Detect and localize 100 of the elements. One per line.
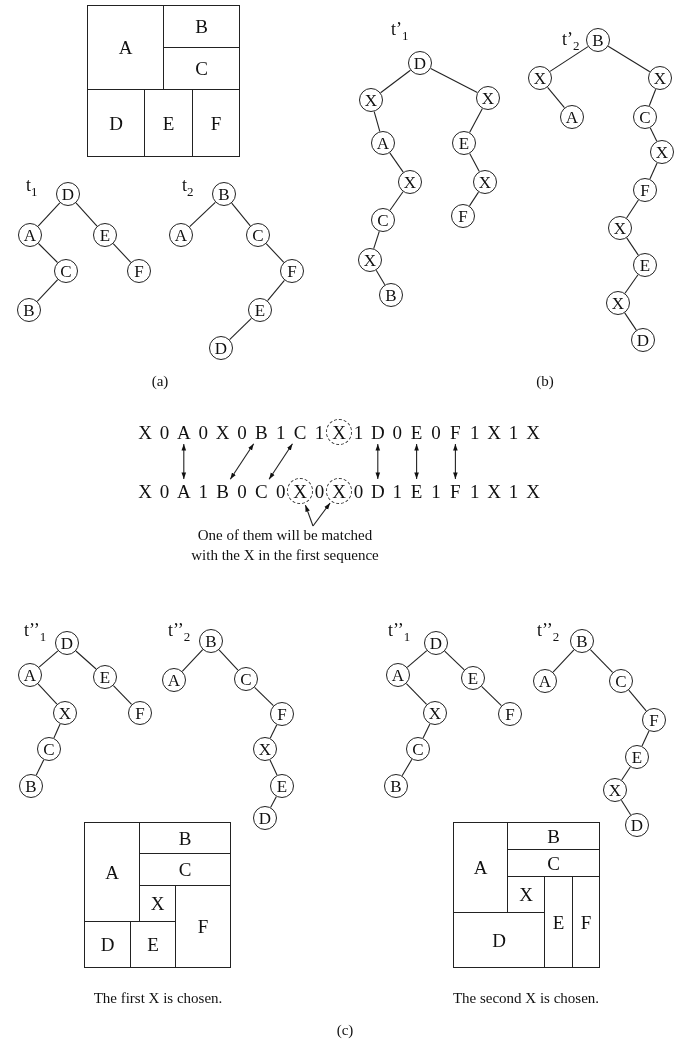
- sequence-symbol: X: [487, 481, 502, 501]
- floorplan-region: A: [453, 822, 508, 913]
- tree-node: E: [270, 774, 294, 798]
- double-arrow: [268, 443, 294, 480]
- tree-node: X: [423, 701, 447, 725]
- tree-edge: [649, 162, 658, 180]
- tree-node: E: [93, 223, 117, 247]
- sequence-symbol: F: [448, 422, 463, 442]
- tree-node: C: [234, 667, 258, 691]
- tree-node: X: [608, 216, 632, 240]
- tree-node: X: [606, 291, 630, 315]
- sequence-symbol: 0: [196, 422, 211, 442]
- sequence-symbol: X: [526, 422, 540, 442]
- tree-node: D: [209, 336, 233, 360]
- tree-node: B: [379, 283, 403, 307]
- tree-edge: [624, 274, 639, 294]
- annotation-text: One of them will be matched with the X in the first sequence: [187, 526, 383, 566]
- tree-label: t’’$_{2}$: [537, 621, 560, 643]
- tree-node: X: [473, 170, 497, 194]
- tree-node: A: [560, 105, 584, 129]
- tree-edge: [607, 45, 651, 73]
- sequence-symbol: 0: [157, 422, 172, 442]
- tree-node: E: [452, 131, 476, 155]
- floorplan-region: A: [87, 5, 164, 90]
- tree-edge: [35, 759, 45, 776]
- sequence-symbol: 0: [312, 481, 327, 501]
- tree-edge: [254, 686, 274, 707]
- tree-edge: [37, 683, 58, 705]
- tree-edge: [444, 650, 465, 671]
- tree-node: D: [56, 182, 80, 206]
- double-arrow: [229, 443, 255, 480]
- tree-edge: [547, 86, 565, 109]
- tree-edge: [405, 683, 428, 705]
- tree-edge: [389, 152, 404, 173]
- floorplan-region: B: [139, 822, 231, 854]
- tree-edge: [469, 153, 480, 172]
- tree-edge: [36, 279, 59, 302]
- sequence-symbol: X: [526, 481, 540, 501]
- sequence-symbol: E: [409, 422, 424, 442]
- sequence-symbol: D: [370, 422, 385, 442]
- sequence-symbol: C: [293, 422, 308, 442]
- tree-edge: [389, 191, 404, 211]
- tree-node: X: [253, 737, 277, 761]
- tree-edge: [626, 237, 639, 256]
- sequence-symbol: 1: [273, 422, 288, 442]
- tree-node: D: [625, 813, 649, 837]
- double-arrow: [375, 443, 381, 480]
- tree-node: A: [169, 223, 193, 247]
- sequence-symbol: X: [138, 422, 152, 442]
- tree-node: A: [18, 223, 42, 247]
- tree-node: X: [528, 66, 552, 90]
- tree-node: F: [451, 204, 475, 228]
- tree-edge: [231, 202, 251, 227]
- tree-edge: [265, 243, 285, 263]
- tree-node: X: [476, 86, 500, 110]
- sequence-symbol: X: [215, 422, 230, 442]
- sequence-symbol: 1: [506, 481, 521, 501]
- tree-label: t’’$_{1}$: [24, 621, 47, 643]
- tree-edge: [75, 650, 97, 670]
- tree-node: C: [406, 737, 430, 761]
- tree-edge: [229, 317, 252, 341]
- tree-node: B: [586, 28, 610, 52]
- sequence-symbol: C: [254, 481, 269, 501]
- tree-edge: [380, 69, 411, 94]
- sequence-symbol: D: [370, 481, 385, 501]
- tree-edge: [648, 88, 657, 107]
- tree-node: X: [53, 701, 77, 725]
- tree-label: t$_{1}$: [26, 176, 38, 198]
- sequence-symbol: 0: [235, 481, 249, 501]
- tree-edge: [375, 269, 386, 286]
- tree-node: B: [212, 182, 236, 206]
- sequence-symbol: 0: [351, 481, 366, 501]
- tree-label: t$_{2}$: [182, 176, 194, 198]
- tree-node: E: [248, 298, 272, 322]
- tree-node: E: [633, 253, 657, 277]
- tree-node: E: [93, 665, 117, 689]
- sequence-symbol: 1: [506, 422, 521, 442]
- tree-node: E: [461, 666, 485, 690]
- floorplan-region: B: [163, 5, 240, 48]
- sequence-symbol: F: [448, 481, 463, 501]
- tree-edge: [218, 649, 239, 671]
- sequence-symbol: 1: [429, 481, 443, 501]
- sequence-symbol: 0: [235, 422, 249, 442]
- floorplan-region: F: [572, 876, 600, 968]
- tree-edge: [269, 724, 278, 739]
- sequence-symbol: 1: [312, 422, 327, 442]
- floorplan-region: F: [175, 885, 231, 968]
- sequence-symbol: 0: [273, 481, 288, 501]
- sequence-symbol: 0: [390, 422, 405, 442]
- floorplan-region: D: [87, 89, 145, 157]
- tree-node: F: [498, 702, 522, 726]
- tree-node: C: [371, 208, 395, 232]
- sequence-symbol: E: [409, 481, 424, 501]
- sequence-symbol: 0: [157, 481, 172, 501]
- tree-node: F: [128, 701, 152, 725]
- tree-edge: [430, 67, 478, 94]
- sequence-symbol: A: [176, 422, 191, 442]
- tree-node: X: [650, 140, 674, 164]
- tree-edge: [373, 230, 380, 250]
- tree-label: t’’$_{1}$: [388, 621, 411, 643]
